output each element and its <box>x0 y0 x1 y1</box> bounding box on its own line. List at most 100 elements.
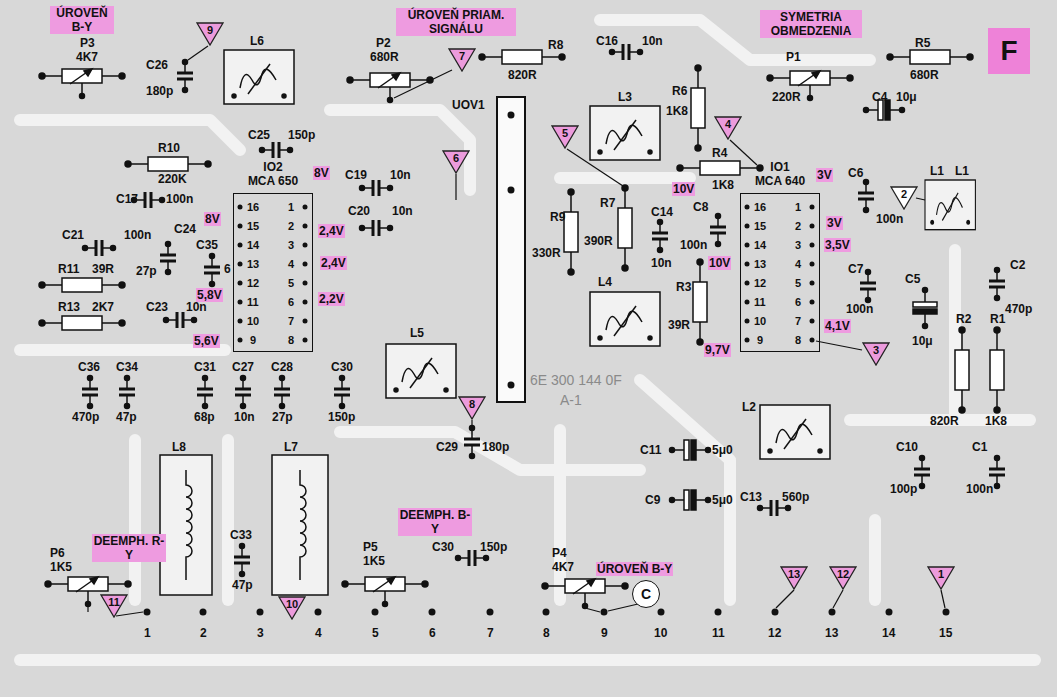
pin-number: 1 <box>288 200 294 214</box>
copper-trace <box>222 440 234 600</box>
pin-number: 6 <box>795 295 801 309</box>
part-label: C4 <box>872 90 887 104</box>
resistor-symbol <box>564 189 578 275</box>
pin-number: 10 <box>754 314 766 328</box>
capacitor-symbol <box>652 220 668 253</box>
capacitor-symbol <box>858 180 874 213</box>
part-label: R7 <box>600 196 615 210</box>
pin-dot <box>745 262 750 267</box>
pin-dot <box>810 319 815 324</box>
part-label: 100n <box>846 302 873 316</box>
resistor-symbol <box>125 157 211 171</box>
callout-letter: C <box>633 581 659 607</box>
part-label: 470p <box>72 410 99 424</box>
pin-number: 5 <box>795 276 801 290</box>
capacitor-symbol <box>160 242 176 275</box>
pin-number: 13 <box>247 257 259 271</box>
part-label: 1K8 <box>985 414 1007 428</box>
pin-number: 5 <box>288 276 294 290</box>
part-label: R5 <box>915 36 930 50</box>
callout-number: 3 <box>862 342 890 357</box>
pin-number: 12 <box>247 276 259 290</box>
part-label: L5 <box>410 326 424 340</box>
resistor-symbol <box>39 278 125 292</box>
pin-dot <box>238 300 243 305</box>
callout-triangle: 7 <box>448 48 476 72</box>
pin-number: 11 <box>247 295 259 309</box>
part-label: L2 <box>742 400 756 414</box>
part-label: 10μ <box>912 334 933 348</box>
callout-triangle: 8 <box>458 396 486 420</box>
part-label: 47p <box>116 410 137 424</box>
capacitor-symbol <box>464 426 480 459</box>
copper-trace <box>869 520 881 600</box>
pin-number: 14 <box>247 238 259 252</box>
connector-number: 3 <box>257 626 264 640</box>
connector-number: 5 <box>372 626 379 640</box>
part-label: C11 <box>640 443 661 457</box>
connector-pad <box>315 609 322 616</box>
part-label: 390R <box>584 234 613 248</box>
part-label: 27p <box>272 410 293 424</box>
part-label: 5μ0 <box>712 443 733 457</box>
connector-pad <box>543 609 550 616</box>
part-label: C35 <box>196 238 218 252</box>
voltage-note: 5,8V <box>196 288 223 302</box>
part-label: C6 <box>848 166 863 180</box>
part-label: 150p <box>328 410 355 424</box>
leader-lines <box>88 46 945 616</box>
potentiometer-symbol <box>342 577 428 607</box>
pin-dot <box>745 205 750 210</box>
callout-number: 8 <box>458 396 486 411</box>
copper-trace <box>340 432 640 470</box>
part-label: 100p <box>890 482 917 496</box>
capacitor-symbol <box>334 376 350 409</box>
leader-line <box>916 198 925 200</box>
part-label: 100n <box>166 192 193 206</box>
resistor-symbol <box>955 327 969 413</box>
copper-trace <box>949 250 961 420</box>
capacitor-symbol <box>164 312 197 328</box>
leader-line <box>833 590 843 608</box>
connector-pad <box>601 609 608 616</box>
part-label: C33 <box>230 528 252 542</box>
callout-number: 11 <box>100 594 128 609</box>
part-label: 150p <box>288 128 315 142</box>
ic-package: IO2MCA 650 <box>233 160 313 352</box>
leader-line <box>455 174 456 200</box>
connector-number: 10 <box>654 626 667 640</box>
part-label: L7 <box>284 440 298 454</box>
part-label: C24 <box>174 222 196 236</box>
triangle-shape <box>830 567 856 589</box>
capacitor-symbol <box>710 214 726 247</box>
part-label: 4K7 <box>76 50 98 64</box>
copper-trace <box>560 172 690 184</box>
pin-dot <box>810 281 815 286</box>
pin-dot <box>810 262 815 267</box>
pin-number: 16 <box>754 200 766 214</box>
electrolytic-capacitor <box>670 440 711 460</box>
pin-dot <box>303 243 308 248</box>
resistor-symbol <box>887 50 973 64</box>
pin-number: 11 <box>754 295 766 309</box>
resistor-symbol <box>990 327 1004 413</box>
potentiometer-symbol <box>39 69 125 99</box>
part-label: 5μ0 <box>712 493 733 507</box>
pin-number: 7 <box>795 314 801 328</box>
connector-pad <box>658 609 665 616</box>
pin-number: 3 <box>795 238 801 252</box>
part-label: C5 <box>905 272 920 286</box>
voltage-note: ÚROVEŇ B-Y <box>596 562 673 576</box>
pin-number: 9 <box>250 333 256 347</box>
part-label: C25 <box>248 128 270 142</box>
part-label: 820R <box>930 414 959 428</box>
voltage-note: 3V <box>816 168 833 182</box>
pin-dot <box>745 243 750 248</box>
voltage-note: SYMETRIA OBMEDZENIA <box>760 10 862 38</box>
ic-pin-dots <box>238 205 815 343</box>
potentiometer-symbol <box>542 579 628 609</box>
connector-number: 8 <box>543 626 550 640</box>
connector-number: 14 <box>882 626 895 640</box>
part-label: 10n <box>186 300 207 314</box>
